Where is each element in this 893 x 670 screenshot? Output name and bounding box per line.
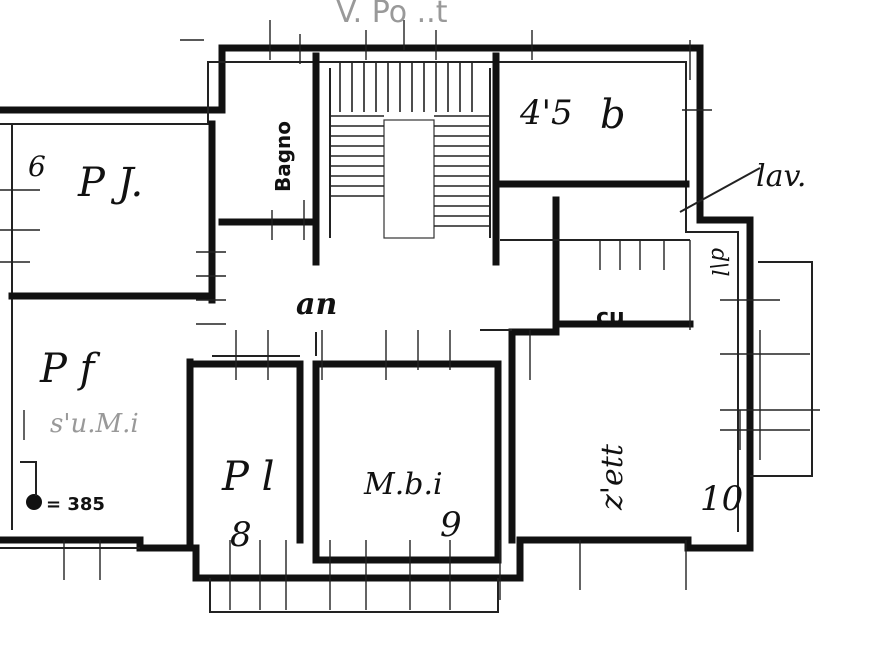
- room-10-label: z'ett: [595, 443, 630, 511]
- room-labels: V. Po ..t 6 P J. Bagno 4'5 b lav. P f s'…: [20, 0, 806, 555]
- elevation-mark: = 385: [46, 494, 105, 515]
- outer-walls: [0, 44, 754, 582]
- street-label: V. Po ..t: [336, 0, 448, 30]
- dimension-ticks: [0, 20, 820, 610]
- wc-label: cu: [596, 305, 625, 330]
- room-6-number: 6: [28, 150, 46, 183]
- elevation-dot: [26, 494, 42, 510]
- room-9-number: 9: [440, 505, 462, 545]
- terrace-outline: [209, 261, 813, 613]
- room-b-number: b: [600, 92, 626, 138]
- room-8-label: P l: [221, 454, 274, 500]
- room-6-label: P J.: [77, 160, 143, 206]
- room-7-note: s'u.M.i: [50, 409, 139, 439]
- lav-leader-line: [679, 167, 761, 213]
- bagno-label: Bagno: [271, 121, 295, 192]
- staircase: [329, 62, 491, 239]
- ingresso-label: an: [296, 287, 337, 322]
- service-label: d\l: [706, 248, 731, 277]
- lav-label: lav.: [756, 159, 806, 194]
- room-b-label: 4'5: [519, 93, 573, 133]
- elevation-hook: [20, 461, 37, 496]
- interior-walls: [8, 52, 694, 564]
- room-10-number: 10: [700, 479, 743, 519]
- room-7-label: P f: [39, 346, 101, 392]
- room-9-label: M.b.i: [363, 467, 443, 502]
- room-8-number: 8: [230, 515, 252, 555]
